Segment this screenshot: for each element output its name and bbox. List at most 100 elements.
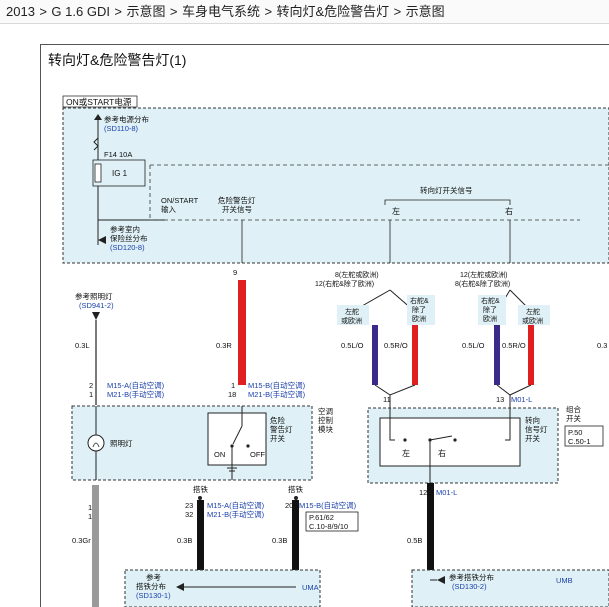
wire-black-3 (427, 483, 434, 607)
ac-module-box (71, 405, 313, 481)
switch-contact-icon (403, 438, 407, 442)
crumb-2[interactable]: 示意图 (126, 4, 166, 19)
c-haz-name-b: M21-B(手动空调) (248, 389, 306, 399)
connector-dot-icon (198, 496, 202, 500)
crumb-sep: > (393, 4, 402, 19)
crumb-sep: > (264, 4, 273, 19)
crumb-sep: > (39, 4, 47, 19)
ground-label-1: 搭铁 (193, 484, 208, 494)
turn-switch-l3: 开关 (525, 433, 540, 443)
wire-03L: 0.3L (75, 341, 90, 350)
ref-lamp-code: (SD941-2) (79, 301, 114, 310)
opt-rhd-1 (407, 295, 435, 325)
turn-switch-blade-icon (429, 435, 453, 441)
crumb-sep: > (114, 4, 122, 19)
arrow-icon (176, 583, 184, 591)
crumb-sep: > (169, 4, 178, 19)
pin-8-l1: 8(左舵或欧洲) (335, 270, 379, 279)
b-m15b: M15-B(自动空调) (299, 500, 357, 510)
ac-module-l3: 模块 (318, 424, 333, 434)
wire-05LO-2: 0.5L/O (462, 341, 485, 350)
pin-8-l2: 12(右舵&除了欧洲) (315, 279, 374, 288)
b-ref-p: P.61/62 (309, 513, 334, 522)
wire-left-red (412, 325, 418, 385)
opt-lhd-2-l2: 或欧洲 (522, 316, 543, 325)
opt-lhd-1-l2: 或欧洲 (341, 316, 362, 325)
pin-12-bottom: 12 (419, 488, 427, 497)
crumb-4[interactable]: 转向灯&危险警告灯 (276, 4, 390, 19)
on-start-l1: ON/START (161, 196, 199, 205)
wire-03B-1: 0.3B (177, 536, 192, 545)
haz-switch-l2: 警告灯 (270, 424, 293, 434)
fuse-icon (94, 163, 102, 183)
opt-lhd-1-l1: 左舵 (345, 307, 359, 316)
separator (0, 24, 609, 36)
lamp-name: 照明灯 (110, 438, 133, 448)
umb-label: UMB (556, 576, 573, 585)
opt-rhd-2 (478, 295, 506, 325)
ac-module-l2: 控制 (318, 415, 333, 425)
wire-gray (92, 485, 99, 607)
switch-on: ON (214, 450, 225, 459)
wire-left-violet (372, 325, 378, 385)
uma-label: UMA (302, 583, 319, 592)
hazard-switch-box (207, 412, 267, 466)
combo-ref-c: C.50-1 (568, 437, 591, 446)
wire-hazard-red (238, 280, 246, 385)
opt-rhd-1-l3: 欧洲 (412, 314, 426, 323)
ref-power2-l1: 参考室内 (110, 224, 140, 234)
bulb-filament-icon (92, 442, 100, 448)
combo-ref-box (564, 425, 604, 447)
b-mid-pin-b: 32 (185, 510, 193, 519)
c-haz-name-a: M15-B(自动空调) (248, 380, 306, 390)
ground-box-uma (124, 569, 321, 607)
wire-05RO-2: 0.5R/O (502, 341, 526, 350)
ref-gnd2: 参考搭铁分布 (449, 572, 494, 582)
ground-label-2: 搭铁 (288, 484, 303, 494)
arrow-icon (92, 312, 100, 320)
combo-switch-l1: 组合 (566, 404, 581, 414)
left-label: 左 (392, 206, 400, 216)
m01l-top: M01-L (511, 395, 532, 404)
switch-contact-icon (246, 444, 250, 448)
c-lamp-name-a: M15-A(自动空调) (107, 380, 165, 390)
crumb-3[interactable]: 车身电气系统 (181, 4, 260, 19)
crumb-1[interactable]: G 1.6 GDI (51, 4, 110, 19)
ref-power1-code: (SD110-8) (104, 124, 139, 133)
opt-lhd-2 (518, 305, 550, 325)
pin-12-l1: 12(左舵或欧洲) (460, 270, 507, 279)
crumb-0[interactable]: 2013 (6, 4, 35, 19)
merge-left (374, 384, 416, 396)
wire-black-2 (292, 500, 299, 607)
crumb-5[interactable]: 示意图 (405, 4, 445, 19)
wire-black-1 (197, 500, 204, 607)
b-ref-c: C.10-8/9/10 (309, 522, 348, 531)
c-lamp-name-b: M21-B(手动空调) (107, 389, 165, 399)
haz-switch-l3: 开关 (270, 433, 285, 443)
c-haz-pin-b: 18 (228, 390, 236, 399)
turn-switch-box (379, 417, 521, 467)
ref-gnd-l2: 搭铁分布 (136, 581, 166, 591)
combo-ref-p: P.50 (568, 428, 582, 437)
opt-lhd-2-l1: 左舵 (526, 307, 540, 316)
merge-right (496, 384, 532, 396)
b-mid-name-a: M15-A(自动空调) (207, 500, 265, 510)
right-label: 右 (505, 206, 513, 216)
pin-13: 13 (496, 395, 504, 404)
opt-lhd-1 (337, 305, 369, 325)
ref-gnd-l1: 参考 (146, 572, 161, 582)
on-start-l2: 输入 (161, 204, 176, 214)
wire-05B: 0.5B (407, 536, 422, 545)
fuse-link-icon (93, 137, 99, 151)
opt-rhd-1-l2: 除了 (412, 305, 426, 314)
opt-rhd-2-l3: 欧洲 (483, 314, 497, 323)
switch-contact-icon (453, 438, 457, 442)
b-pin-20: 20 (285, 501, 293, 510)
arrow-icon (437, 576, 445, 584)
turn-switch-l2: 信号灯 (525, 424, 548, 434)
arrow-icon (94, 114, 102, 120)
b-ref-box (305, 511, 359, 532)
wire-right-red (528, 325, 534, 385)
wire-right-violet (494, 325, 500, 385)
switch-off: OFF (250, 450, 265, 459)
